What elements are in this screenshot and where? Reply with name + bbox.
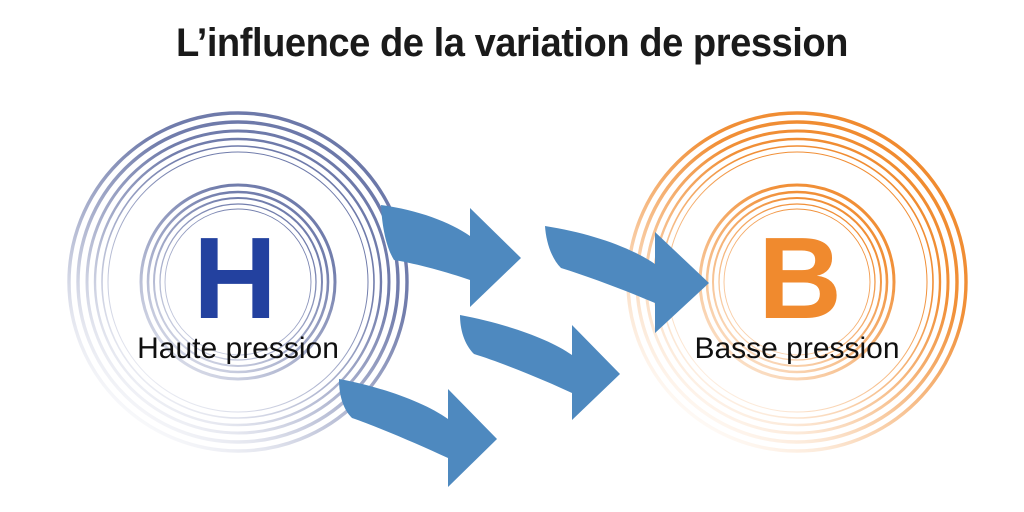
arrow-bottom-left-icon: [339, 379, 497, 487]
low-pressure-label: Basse pression: [694, 332, 899, 365]
page-title: L’influence de la variation de pression: [176, 21, 848, 65]
arrow-top-left-icon: [381, 205, 521, 307]
arrow-middle-icon: [460, 315, 620, 420]
arrow-top-right-icon: [545, 226, 709, 333]
flow-arrows-group: [339, 205, 709, 487]
high-pressure-group: H Haute pression: [67, 111, 409, 453]
low-pressure-letter: B: [758, 213, 842, 343]
high-pressure-rings: [67, 111, 409, 453]
high-pressure-letter: H: [193, 213, 277, 343]
high-pressure-label: Haute pression: [137, 332, 339, 365]
